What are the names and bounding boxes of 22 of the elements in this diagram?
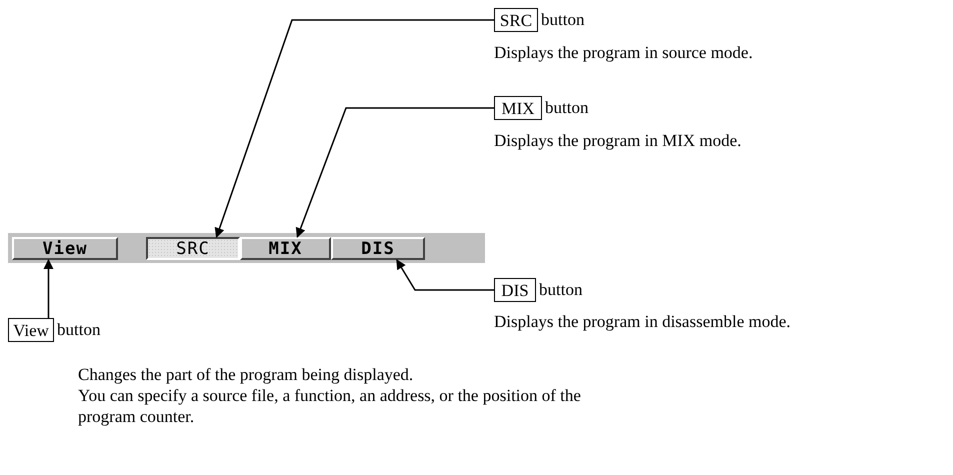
dis-button: DIS [331,237,425,260]
toolbar [8,233,485,263]
leader-arrow [296,107,494,238]
description-text: Displays the program in disassemble mode. [494,311,791,332]
description-text: You can specify a source file, a function, an address, or the position of the program counter. [78,385,582,427]
caption-text: button [539,279,582,300]
leader-arrow [396,259,494,291]
boxed-label: MIX [494,96,542,120]
caption-text: button [545,97,588,118]
description-text: Displays the program in MIX mode. [494,130,742,151]
caption-text: button [57,319,100,340]
src-button: SRC [146,237,240,260]
boxed-label: DIS [494,278,536,302]
mix-button: MIX [240,237,331,260]
leader-arrow [43,259,54,318]
description-text: Displays the program in source mode. [494,42,753,63]
caption-text: button [541,9,584,30]
leader-arrow [214,19,494,238]
boxed-label: SRC [494,8,538,32]
view-button: View [12,237,118,260]
description-text: Changes the part of the program being displayed. [78,364,414,385]
boxed-label: View [8,318,54,342]
